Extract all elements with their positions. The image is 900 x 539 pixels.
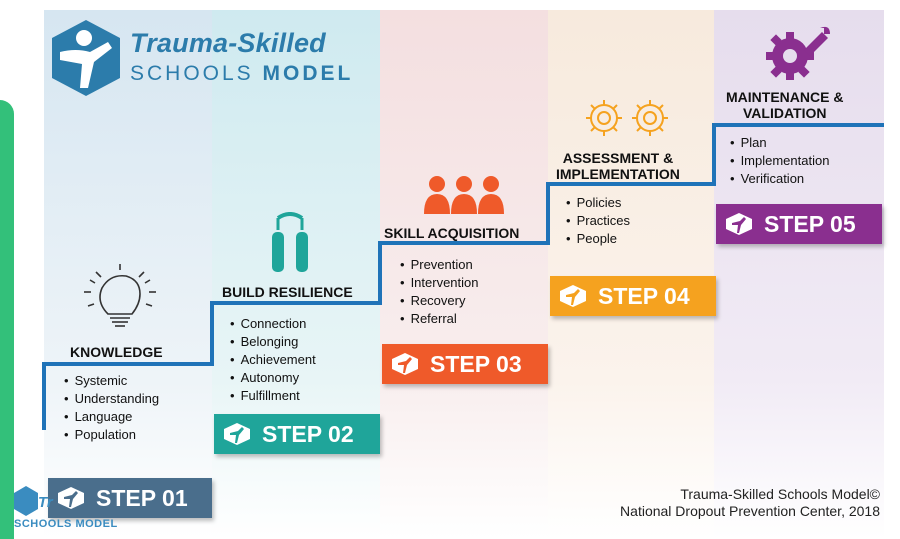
list-item: Policies [566,194,630,212]
list-item: Referral [400,310,479,328]
step-1-list: Systemic Understanding Language Populati… [64,372,160,444]
list-item: Recovery [400,292,479,310]
step-3-badge: STEP 03 [382,344,548,384]
logo-subtitle: SCHOOLS MODEL [130,62,354,85]
brand-logo: Trauma-Skilled SCHOOLS MODEL [46,18,350,98]
list-item: Plan [730,134,829,152]
logo-mark-icon [560,285,586,307]
people-group-icon [424,176,504,214]
logo-mark-icon [224,423,250,445]
list-item: Understanding [64,390,160,408]
step-5-column [714,10,884,539]
list-item: Implementation [730,152,830,170]
side-accent-bar [0,100,14,539]
list-item: Population [64,426,159,444]
step-4-badge: STEP 04 [550,276,716,316]
step-2-list: Connection Belonging Achievement Autonom… [230,315,316,405]
list-item: Systemic [64,372,159,390]
step-4-heading: ASSESSMENT & IMPLEMENTATION [556,150,680,182]
list-item: Prevention [400,256,479,274]
lightbulb-icon [84,264,156,327]
step-2-badge: STEP 02 [214,414,380,454]
gears-icon [586,100,668,136]
step-5-list: Plan Implementation Verification [730,134,830,188]
credit-line-1: Trauma-Skilled Schools Model© [680,486,880,502]
watermark-logo-text: Tr [38,494,53,511]
watermark-logo-subtitle: SCHOOLS MODEL [14,518,118,530]
logo-mark-icon [726,213,752,235]
list-item: Autonomy [230,369,316,387]
wrench-gear-icon [766,26,830,80]
step-4-list: Policies Practices People [566,194,630,248]
logo-hexagon-icon [52,20,120,96]
credit-text: Trauma-Skilled Schools Model© National D… [620,486,880,520]
watermark-logo-icon [14,486,38,516]
step-2-heading: BUILD RESILIENCE [222,284,353,300]
logo-mark-icon [392,353,418,375]
credit-line-2: National Dropout Prevention Center, 2018 [620,503,880,519]
list-item: People [566,230,630,248]
list-item: Belonging [230,333,316,351]
list-item: Connection [230,315,316,333]
list-item: Practices [566,212,630,230]
step-3-list: Prevention Intervention Recovery Referra… [400,256,479,328]
step-3-heading: SKILL ACQUISITION [384,225,520,241]
logo-mark-icon [58,487,84,509]
step-4-column [548,10,714,539]
list-item: Fulfillment [230,387,316,405]
list-item: Verification [730,170,829,188]
hand-grip-icon [272,212,308,272]
step-5-heading: MAINTENANCE & VALIDATION [726,89,844,121]
logo-title: Trauma-Skilled [130,28,326,58]
step-5-badge: STEP 05 [716,204,882,244]
step-1-column [44,10,212,539]
list-item: Intervention [400,274,479,292]
step-1-heading: KNOWLEDGE [70,344,163,360]
step-1-badge: STEP 01 [48,478,212,518]
list-item: Achievement [230,351,316,369]
list-item: Language [64,408,159,426]
